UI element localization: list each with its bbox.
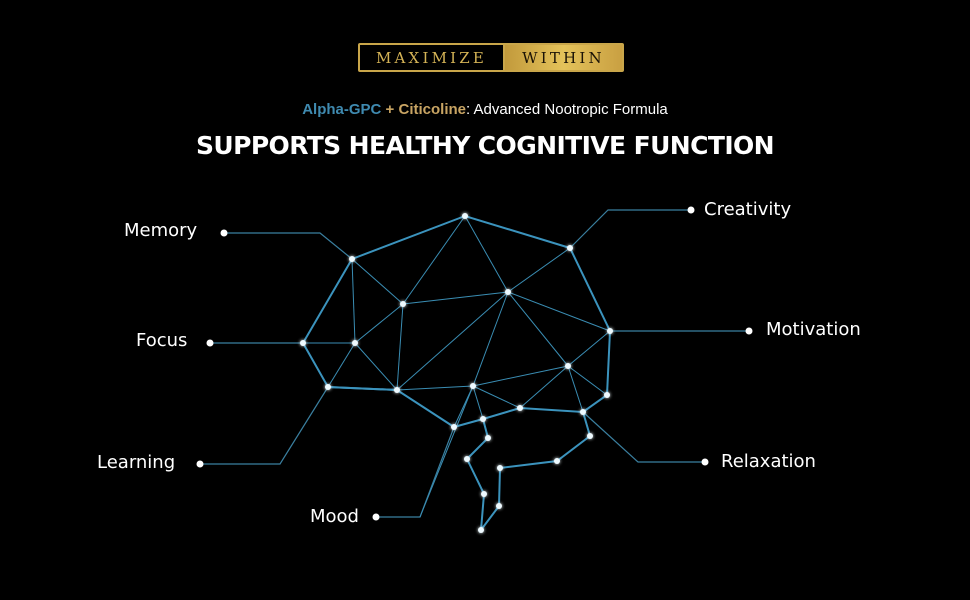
logo-left-text: MAXIMIZE: [360, 45, 505, 70]
subtitle: Alpha-GPC + Citicoline: Advanced Nootrop…: [0, 101, 970, 118]
headline: SUPPORTS HEALTHY COGNITIVE FUNCTION: [195, 131, 775, 160]
label-memory: Memory: [124, 220, 198, 241]
subtitle-citicoline: Citicoline: [398, 101, 466, 118]
brand-logo: MAXIMIZE WITHIN: [358, 43, 624, 72]
subtitle-rest: : Advanced Nootropic Formula: [466, 101, 668, 118]
brain-outline: [301, 214, 612, 534]
label-learning: Learning: [97, 452, 176, 473]
label-mood: Mood: [310, 506, 359, 527]
label-bullets: [196, 206, 753, 521]
leader-lines: [200, 209, 749, 518]
label-motivation: Motivation: [766, 319, 861, 340]
brain-inner-edges: [303, 215, 611, 518]
subtitle-alpha-gpc: Alpha-GPC: [302, 101, 382, 118]
subtitle-plus: +: [381, 101, 399, 118]
label-relaxation: Relaxation: [721, 451, 816, 472]
label-focus: Focus: [136, 330, 188, 351]
brain-nodes: [300, 213, 613, 533]
logo-right-text: WITHIN: [505, 45, 622, 70]
label-creativity: Creativity: [704, 199, 792, 220]
